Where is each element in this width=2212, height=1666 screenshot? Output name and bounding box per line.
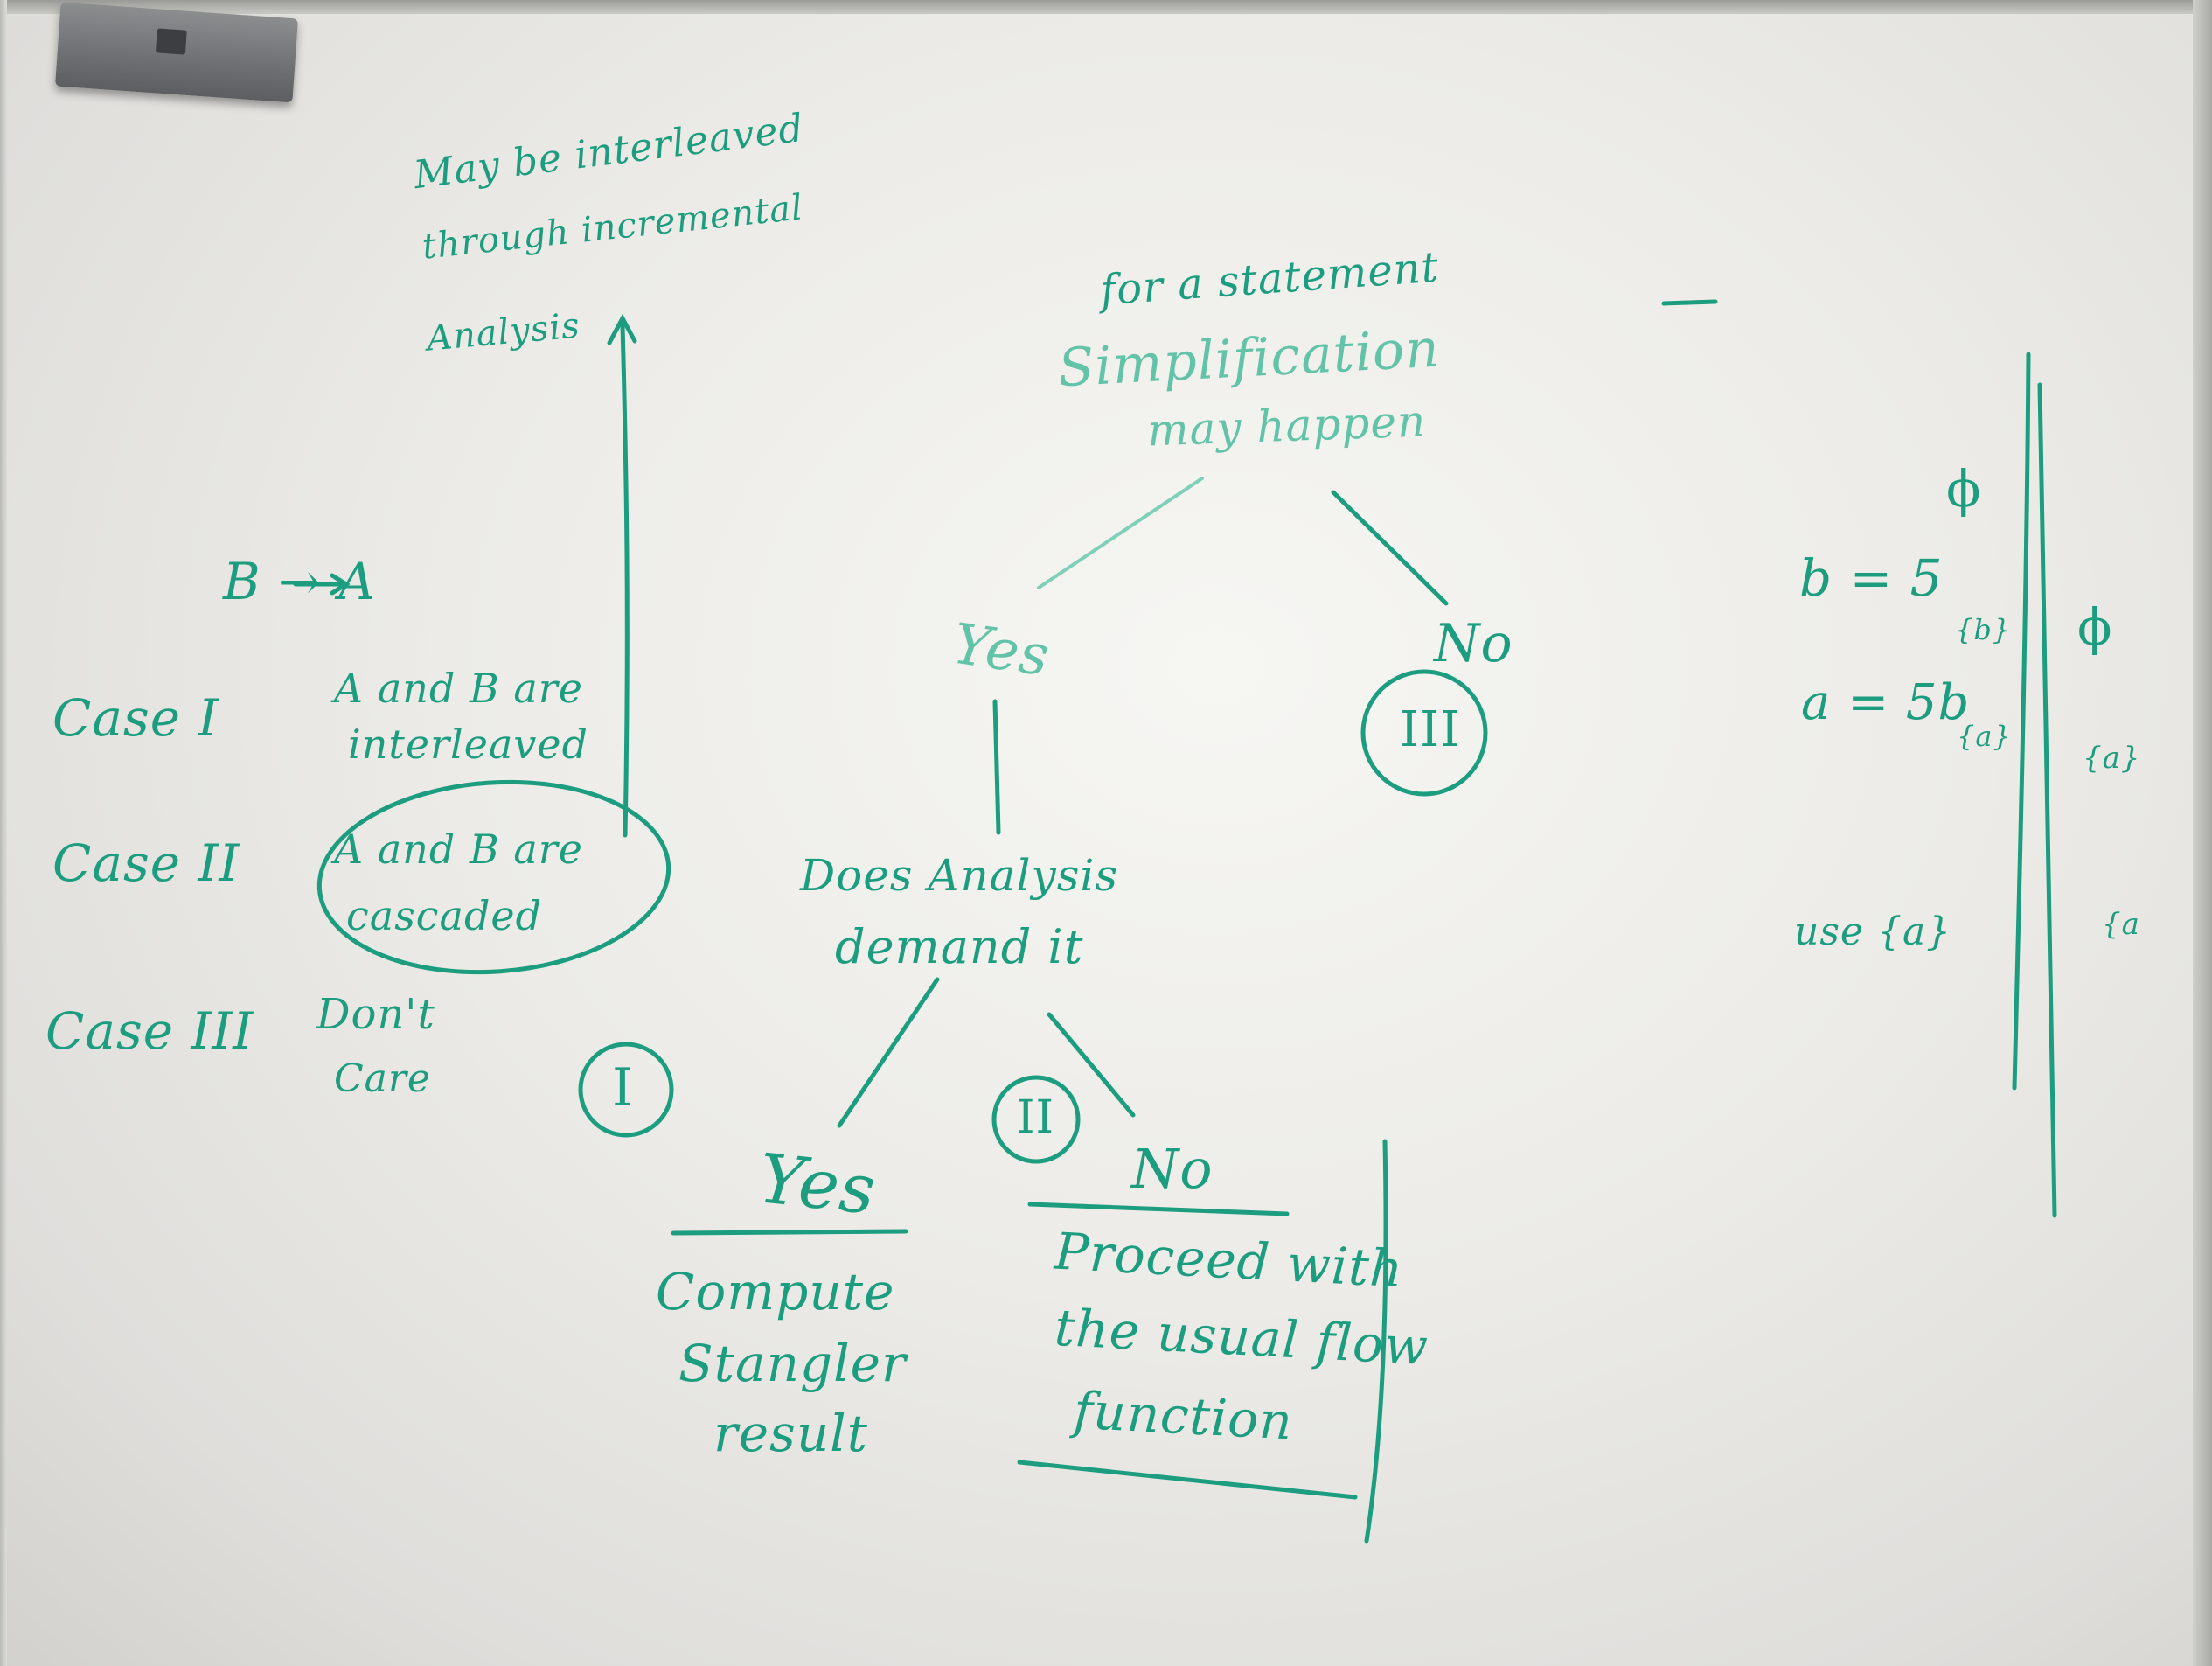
tree-no-marker: III [1400,701,1461,758]
case-three-label: Case III [45,1001,254,1061]
example-col1-top: ϕ [1946,459,1982,519]
case-two-desc-line1: A and B are [334,826,584,873]
case-two-ellipse [316,779,671,975]
stray-dash [1661,299,1718,306]
example-col2-after2: {a} [2083,741,2141,776]
no-result-line-3: function [1072,1380,1295,1452]
b-to-a-label: B → A [223,552,376,611]
example-col1-after1: {b} [1955,613,2012,646]
case-two-desc-line2: cascaded [346,892,543,939]
example-stmt-3: use {a} [1794,910,1952,954]
example-col1-after2: {a} [1957,720,2012,753]
whiteboard-frame-right [2193,0,2212,1666]
note-arrow-head [607,313,637,345]
root-line-3: may happen [1146,395,1428,457]
marker-one-circle [578,1042,674,1138]
root-to-no-branch [1331,490,1449,606]
example-stmt-1: b = 5 [1799,548,1944,608]
tree-no-label: No [1434,613,1513,674]
note-arrow-line [620,323,630,838]
tree-yes2-label: Yes [755,1140,880,1230]
case-one-desc-line2: interleaved [348,721,589,768]
yes-to-question-branch [992,699,1001,835]
yes2-underline [671,1229,908,1236]
no-result-box-right [1364,1139,1388,1544]
tree-yes-label: Yes [949,611,1054,690]
example-col2-after3: {a [2102,907,2140,942]
yes-result-line-1: Compute [656,1262,895,1321]
example-divider-left [2012,352,2031,1091]
root-to-yes-branch [1037,477,1204,589]
example-divider-right [2037,382,2057,1218]
question-to-no2-branch [1047,1012,1136,1118]
no2-underline [1027,1202,1290,1216]
example-stmt-2: a = 5b [1801,674,1971,731]
no-result-box-bottom [1017,1460,1358,1500]
b-to-a-arrow [293,573,351,596]
whiteboard-frame-top [0,0,2212,14]
marker-two: II [1017,1091,1055,1144]
case-three-desc-line1: Don't [316,990,435,1039]
marker-two-circle [991,1075,1081,1164]
question-line-2: demand it [835,919,1084,974]
yes-result-line-3: result [713,1404,869,1463]
whiteboard-frame-left [0,0,7,1666]
yes-result-line-2: Stangler [678,1334,907,1393]
question-to-yes2-branch [837,977,940,1128]
tree-no2-label: No [1131,1137,1214,1201]
marker-one: I [612,1057,634,1119]
case-one-label: Case I [52,688,219,748]
marker-three-circle [1360,669,1488,797]
example-col2-top: ϕ [2077,597,2113,657]
case-one-desc-line1: A and B are [334,665,584,712]
case-three-desc-line2: Care [334,1056,431,1101]
question-line-1: Does Analysis [800,850,1119,901]
case-two-label: Case II [52,833,240,893]
